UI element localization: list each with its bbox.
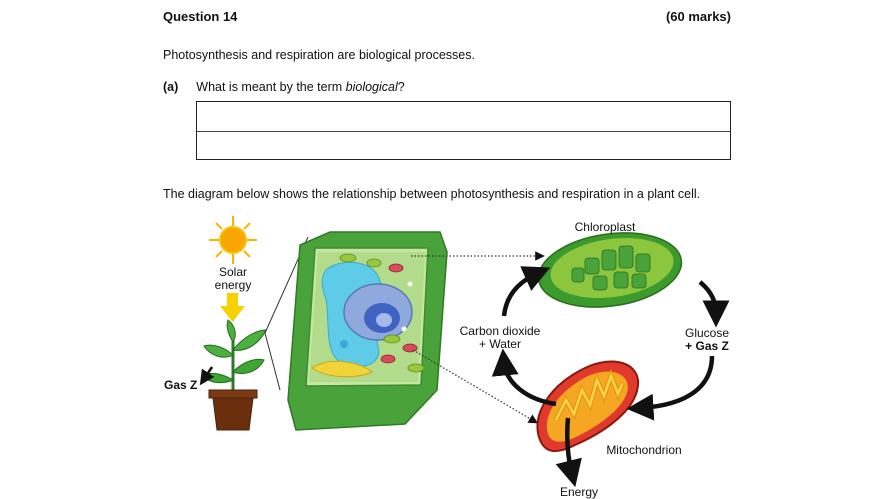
mitochondrion-connector <box>412 349 539 424</box>
water-label: + Water <box>479 337 521 351</box>
question-intro: Photosynthesis and respiration are biolo… <box>163 48 475 62</box>
mitochondrion-icon <box>536 360 640 452</box>
cycle-arrow-glucose <box>698 280 730 328</box>
glucose-label: Glucose <box>684 326 730 340</box>
zoom-line-bottom <box>264 332 281 391</box>
sun-icon <box>209 216 257 264</box>
part-a-prompt-suffix: ? <box>397 80 405 94</box>
energy-label: Energy <box>559 485 599 499</box>
cycle-arrow-to-chloroplast <box>501 266 551 317</box>
question-marks: (60 marks) <box>665 9 731 24</box>
gas-z-arrow-icon <box>199 366 215 386</box>
chloroplast-icon <box>537 232 683 308</box>
cycle-arrow-from-mitochondrion <box>491 348 557 407</box>
gas-z-right-label: + Gas Z <box>685 339 729 353</box>
part-a-label: (a) <box>163 80 179 94</box>
solar-energy-label: Solar energy <box>214 265 252 292</box>
answer-box[interactable] <box>196 101 731 160</box>
energy-arrow <box>555 417 582 488</box>
plant-icon <box>202 319 267 431</box>
gas-z-left-label: Gas Z <box>164 378 198 392</box>
part-a-prompt: What is meant by the term biological? <box>196 80 404 94</box>
question-header: Question 14 (60 marks) <box>163 9 731 24</box>
diagram-intro: The diagram below shows the relationship… <box>163 187 701 201</box>
plant-cell-icon <box>287 231 448 431</box>
part-a-prompt-prefix: What is meant by the term <box>196 80 346 94</box>
solar-arrow-icon <box>220 293 245 322</box>
cycle-arrow-to-mitochondrion <box>626 355 715 421</box>
carbon-dioxide-label: Carbon dioxide <box>459 324 541 338</box>
answer-line <box>197 131 730 132</box>
chloroplast-label: Chloroplast <box>574 220 636 234</box>
part-a-prompt-italic: biological <box>345 80 398 94</box>
mitochondrion-label: Mitochondrion <box>606 443 682 457</box>
part-a: (a) What is meant by the term biological… <box>163 80 405 94</box>
question-title: Question 14 <box>163 9 238 24</box>
